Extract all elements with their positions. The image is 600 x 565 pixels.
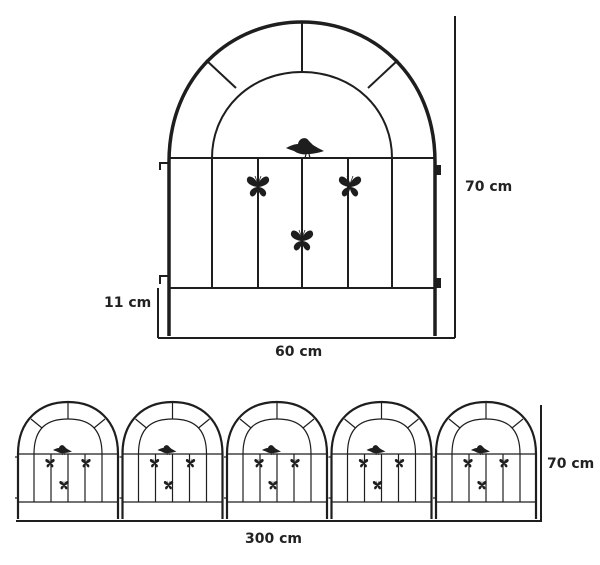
butterfly-ornament xyxy=(268,480,278,490)
single-fence-panel xyxy=(159,20,441,336)
butterfly-ornament xyxy=(499,458,509,468)
single-height-label: 70 cm xyxy=(465,179,512,195)
butterfly-ornament xyxy=(358,458,369,468)
butterfly-ornament xyxy=(185,458,196,468)
butterfly-ornament xyxy=(463,458,473,468)
butterfly-ornament xyxy=(290,458,300,468)
row-height-label: 70 cm xyxy=(547,456,594,472)
butterfly-ornament xyxy=(477,480,487,490)
stake-length-label: 11 cm xyxy=(104,295,151,311)
butterfly-ornament xyxy=(254,458,264,468)
butterfly-ornament xyxy=(372,480,383,490)
row-width-label: 300 cm xyxy=(245,531,302,547)
butterfly-ornament xyxy=(45,458,55,468)
fence-row xyxy=(15,400,538,519)
butterfly-ornament xyxy=(163,480,174,490)
butterfly-ornament xyxy=(59,480,69,490)
bird-ornament xyxy=(285,137,325,159)
fence-panel xyxy=(15,400,120,519)
fence-panel xyxy=(119,400,224,519)
fence-panel xyxy=(433,400,538,519)
fence-panel xyxy=(224,400,329,519)
butterfly-ornament xyxy=(149,458,160,468)
butterfly-ornament xyxy=(338,175,362,197)
butterfly-ornament xyxy=(81,458,91,468)
butterfly-ornament xyxy=(394,458,405,468)
single-width-label: 60 cm xyxy=(275,344,322,360)
fence-panel xyxy=(328,400,433,519)
